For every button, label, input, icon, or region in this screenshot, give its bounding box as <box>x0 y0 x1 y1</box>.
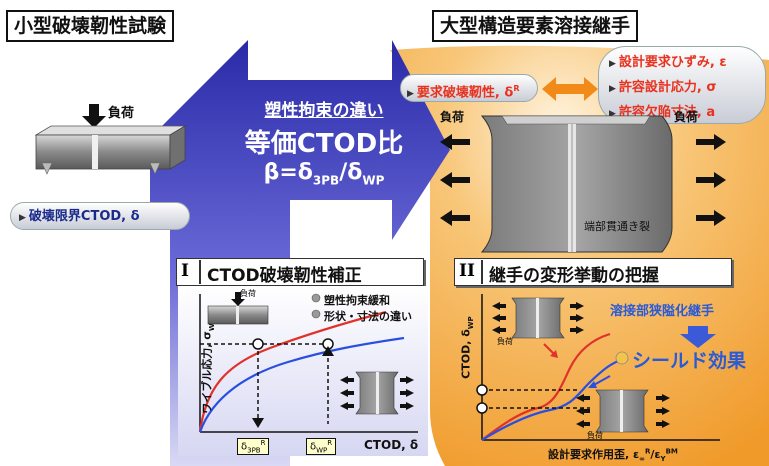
required-toughness-pill: ▶要求破壊靭性, δR <box>400 74 538 102</box>
panel2-x-axis: 設計要求作用歪, ε∞R/εYBM <box>548 447 678 464</box>
plastic-constraint-label: 塑性拘束の違い <box>264 101 384 121</box>
panel2-load-label-top: 負荷 <box>497 337 513 346</box>
legend-constraint: 塑性拘束緩和 <box>324 294 390 307</box>
through-crack-label: 端部貫通き裂 <box>584 220 650 233</box>
panel2-chart <box>476 294 720 441</box>
design-stress-item: ▶許容設計応力, σ <box>609 80 717 95</box>
panel1-title: CTOD破壊靭性補正 <box>207 266 362 286</box>
bullet-icon <box>311 309 321 319</box>
critical-ctod-text: 破壊限界CTOD, δ <box>28 209 140 224</box>
down-arrow-icon <box>680 326 716 348</box>
load-arrows-left-icon <box>440 134 470 226</box>
shield-bullet-icon <box>615 351 629 365</box>
panel1-header: I CTOD破壊靭性補正 <box>176 258 424 286</box>
mini-plate-icon <box>340 371 414 415</box>
delta-3pb-box: δ3PBR <box>237 438 270 456</box>
blue-curve <box>481 356 626 441</box>
panel2-title: 継手の変形挙動の把握 <box>489 266 659 286</box>
panel1-y-axis: ワイブル応力, σW <box>200 323 216 414</box>
red-curve <box>198 310 387 433</box>
red-curve <box>481 332 611 441</box>
requirements-list-box: ▶設計要求ひずみ, ε ▶許容設計応力, σ ▶許容欠陥寸法, a <box>598 46 766 124</box>
equivalent-ctod-ratio-label: 等価CTOD比 <box>244 129 404 159</box>
mini-plate-top-icon <box>492 297 584 339</box>
panel1-chart <box>198 292 418 433</box>
large-load-left-label: 負荷 <box>440 110 465 124</box>
mini-bend-specimen-icon <box>207 292 269 325</box>
small-specimen-diagram <box>34 104 187 175</box>
panel1-inset-load: 負荷 <box>240 289 256 298</box>
bullet-icon <box>311 293 321 303</box>
panel1-roman: I <box>181 261 189 281</box>
panel2-y-axis: CTOD, δWP <box>459 316 475 379</box>
load-arrows-right-icon <box>696 134 726 226</box>
beta-formula: β=δ3PB/δWP <box>263 160 385 188</box>
panel1-x-axis: CTOD, δ <box>364 438 419 452</box>
design-strain-item: ▶設計要求ひずみ, ε <box>609 55 727 70</box>
delta-wp-box: δWPR <box>306 438 337 456</box>
large-joint-title: 大型構造要素溶接継手 <box>432 10 639 42</box>
panel2-load-label-bottom: 負荷 <box>587 431 603 440</box>
large-load-right-label: 負荷 <box>674 110 699 124</box>
mini-plate-bottom-icon <box>576 389 670 433</box>
large-specimen-diagram <box>440 115 726 253</box>
panel2-header: II 継手の変形挙動の把握 <box>454 258 732 286</box>
marker-3pb <box>252 338 264 350</box>
blue-curve <box>198 336 405 433</box>
double-arrow-icon <box>542 77 598 101</box>
shield-effect-label: シールド効果 <box>632 350 747 372</box>
critical-ctod-pill: ▶破壊限界CTOD, δ <box>10 202 190 230</box>
panel2-roman: II <box>459 261 475 281</box>
load-arrow-icon <box>82 104 106 128</box>
narrow-joint-label: 溶接部狭隘化継手 <box>610 304 715 319</box>
legend-shape-size: 形状・寸法の違い <box>324 310 412 323</box>
small-test-title: 小型破壊靭性試験 <box>6 10 175 42</box>
center-arrow-text: 塑性拘束の違い 等価CTOD比 β=δ3PB/δWP <box>200 96 448 187</box>
small-load-label: 負荷 <box>108 106 135 121</box>
